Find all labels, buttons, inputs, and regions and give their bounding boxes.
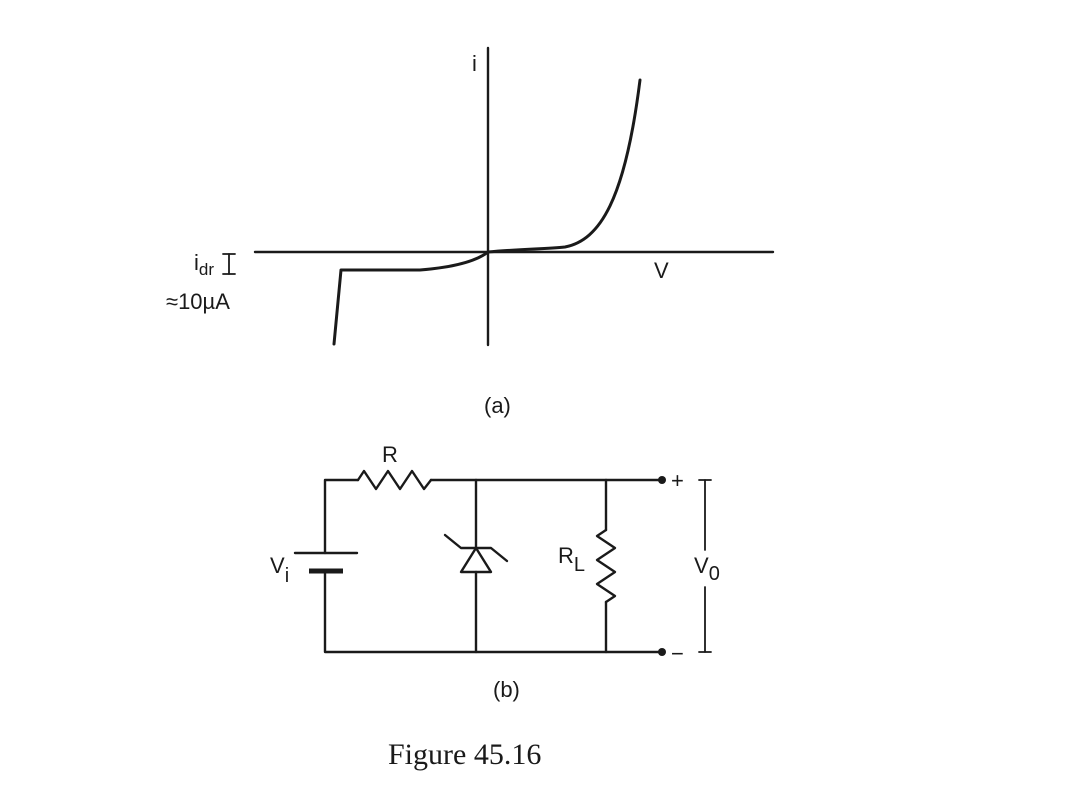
- resistor-rl: [595, 528, 617, 604]
- label-vo: V0: [694, 553, 720, 585]
- zener-triangle: [459, 546, 493, 574]
- zener-regulator-circuit: R Vi RL V0 + − (b): [270, 442, 720, 702]
- terminal-minus: [658, 648, 666, 656]
- caption-b: (b): [493, 677, 520, 702]
- idr-label: idr: [194, 250, 214, 279]
- vo-bracket: [698, 479, 712, 653]
- iv-curve: [332, 78, 642, 346]
- caption-a: (a): [484, 393, 511, 418]
- terminal-plus: [658, 476, 666, 484]
- label-r: R: [382, 442, 398, 467]
- iv-characteristic: i V idr ≈10µA (a): [166, 46, 775, 418]
- label-minus: −: [671, 641, 684, 666]
- label-vi: Vi: [270, 553, 289, 587]
- wire-top-left: [323, 478, 360, 555]
- label-rl: RL: [558, 543, 585, 576]
- axis-v-label: V: [654, 258, 669, 283]
- resistor-r: [356, 469, 433, 491]
- label-plus: +: [671, 468, 684, 493]
- zener-bar: [443, 533, 509, 563]
- idr-bracket: [222, 253, 236, 275]
- wire-left-lower: [323, 569, 664, 654]
- figure-caption: Figure 45.16: [388, 738, 541, 771]
- idr-value: ≈10µA: [166, 289, 230, 314]
- axis-i-label: i: [472, 51, 477, 76]
